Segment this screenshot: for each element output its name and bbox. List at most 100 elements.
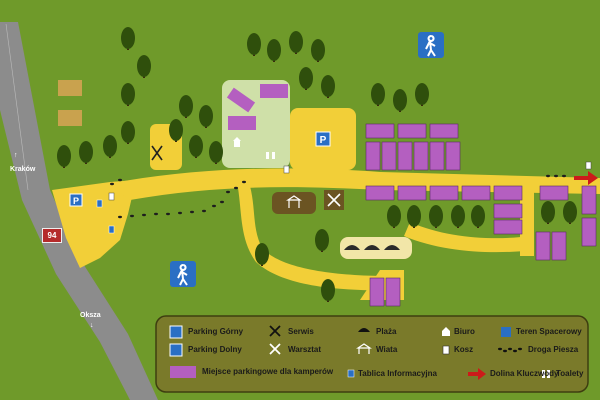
office-icon (233, 137, 241, 147)
legend-label: Tablica Informacyjna (358, 369, 437, 378)
walking-figure (177, 264, 188, 286)
tree (407, 205, 421, 227)
legend-label: Kosz (454, 345, 474, 354)
footpath-icon (508, 347, 512, 351)
camper-spot (493, 219, 523, 235)
road-number-badge: 94 (42, 228, 62, 243)
toilet-icon (547, 370, 550, 378)
legend-label: Biuro (454, 327, 475, 336)
toilet-icon (542, 370, 545, 378)
tree (267, 39, 281, 61)
footprint (142, 213, 146, 217)
footpath-icon (498, 347, 502, 351)
building (260, 84, 288, 98)
footprint (234, 186, 238, 190)
legend-label: Droga Piesza (528, 345, 579, 354)
legend-label: Miejsce parkingowe dla kamperów (202, 367, 334, 376)
building (228, 116, 256, 130)
sand-box (58, 110, 82, 126)
camper-spot (429, 123, 459, 139)
camper-spot (493, 203, 523, 219)
camper-spot (551, 231, 567, 261)
trash-icon (283, 165, 290, 174)
parking-icon-label: P (73, 196, 79, 206)
camper-spot (535, 231, 551, 261)
camper-spot (429, 185, 459, 201)
umbrella-icon (344, 245, 400, 250)
camper-spot (581, 217, 597, 247)
camper-spot (445, 141, 461, 171)
camper-spot (493, 185, 523, 201)
camper-spot (429, 141, 445, 171)
city-label-south: Oksza (80, 312, 101, 319)
umbrella-icon (358, 328, 370, 332)
tools-icon (151, 145, 163, 161)
legend-label: Toalety (556, 369, 584, 378)
legend-label: Parking Górny (188, 327, 244, 336)
shelter-tile (272, 192, 316, 214)
loop-path (238, 186, 400, 291)
trees (57, 27, 577, 302)
tree (415, 83, 429, 105)
camper-spot (461, 185, 491, 201)
building (226, 87, 256, 113)
footprint (166, 212, 170, 216)
camper-spot (397, 185, 427, 201)
tree (57, 145, 71, 167)
camper-spot (365, 141, 381, 171)
parking-icon (169, 325, 183, 339)
footpath (110, 174, 566, 219)
footprint (554, 174, 558, 178)
footpath-icon (518, 347, 522, 351)
camper-spot (369, 277, 385, 307)
tree (393, 89, 407, 111)
tools-icon (269, 325, 281, 337)
tree (169, 119, 183, 141)
tree (541, 201, 555, 223)
camper-spot (365, 123, 395, 139)
tree (121, 121, 135, 143)
wrench-icon (327, 193, 341, 207)
tree (315, 229, 329, 251)
footpath-icon (503, 349, 507, 353)
tree (451, 205, 465, 227)
road-edge (5, 23, 29, 191)
tree (79, 141, 93, 163)
tree (429, 205, 443, 227)
camper-spot (539, 185, 569, 201)
footprint (562, 174, 566, 178)
tree (247, 33, 261, 55)
red-arrow-icon (468, 372, 480, 376)
info-board-icon (347, 369, 355, 378)
info-board-icon (96, 199, 103, 208)
office-icon (442, 327, 450, 336)
legend-label: Wiata (376, 345, 398, 354)
walking-icon (501, 327, 511, 337)
legend-label: Parking Dolny (188, 345, 242, 354)
footprint (212, 204, 216, 208)
tree (563, 201, 577, 223)
tree (311, 39, 325, 61)
city-label-north: Kraków (10, 166, 36, 173)
camper-spot (385, 277, 401, 307)
tree (137, 55, 151, 77)
legend-icons (169, 325, 550, 380)
camper-spot (381, 141, 397, 171)
footprint (226, 190, 230, 194)
parking-icon (69, 193, 83, 207)
tree (299, 67, 313, 89)
legend-label: Serwis (288, 327, 314, 336)
trash-icon (108, 192, 115, 201)
footprint (154, 212, 158, 216)
camper-spot-icon (170, 366, 196, 378)
footprint (242, 180, 246, 184)
camper-spot (397, 141, 413, 171)
tree (209, 141, 223, 163)
footprint (190, 210, 194, 214)
tree (121, 83, 135, 105)
tree (179, 95, 193, 117)
red-arrow-icon (574, 171, 598, 185)
south-arrow: ↓ (90, 322, 94, 329)
